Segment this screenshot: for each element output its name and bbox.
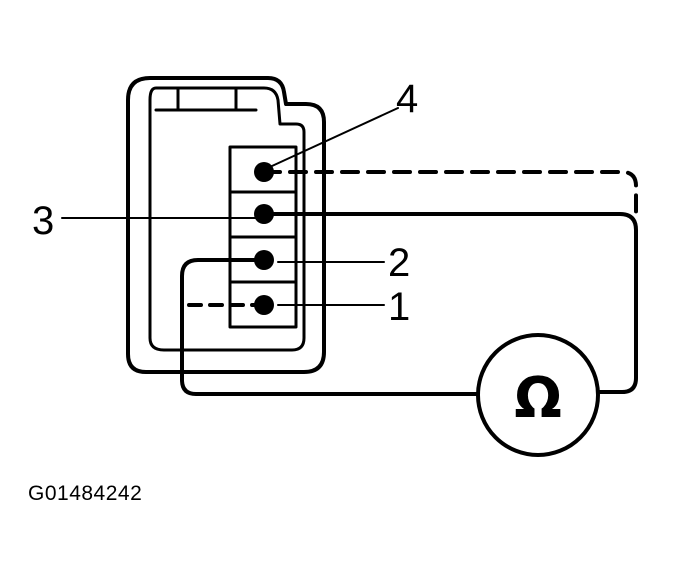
- connector-housing-outer: [126, 76, 326, 374]
- terminal-pin-3: [254, 204, 274, 224]
- pin-label-3: 3: [32, 199, 54, 243]
- terminal-pin-2: [254, 250, 274, 270]
- test-lead-pin-2: [180, 258, 480, 396]
- terminal-pin-1: [254, 295, 274, 315]
- test-lead-pin-3: [262, 212, 638, 394]
- connector-housing-inner: [148, 86, 306, 352]
- pin-label-2: 2: [388, 241, 410, 285]
- pin-label-1: 1: [388, 285, 410, 329]
- alternate-lead-pin-4: [262, 170, 638, 216]
- figure-id: G01484242: [28, 482, 143, 505]
- pin-label-4: 4: [396, 77, 418, 121]
- ohmmeter-icon: [476, 333, 600, 457]
- leader-line-pin-4: [271, 107, 399, 167]
- connector-latch: [154, 86, 258, 112]
- terminal-pin-4: [254, 162, 274, 182]
- ohm-symbol: Ω: [514, 366, 562, 431]
